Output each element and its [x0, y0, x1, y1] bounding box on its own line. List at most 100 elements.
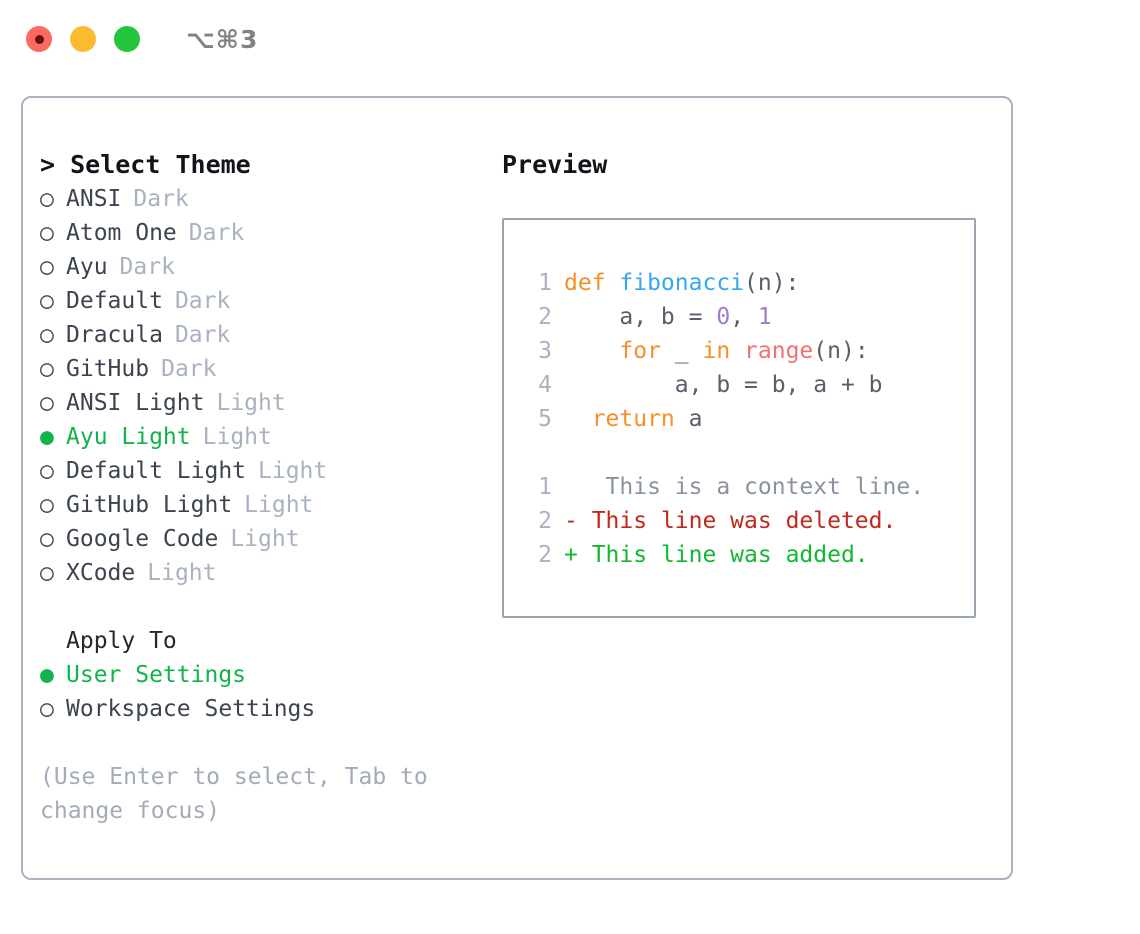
diff-sample: 1 This is a context line.2- This line wa… — [504, 470, 974, 572]
minimize-button-icon[interactable] — [70, 26, 96, 52]
theme-variant-badge: Dark — [174, 322, 231, 348]
radio-unselected-icon: ○ — [40, 220, 54, 246]
code-token-fn: fibonacci — [619, 270, 745, 296]
theme-option-dracula[interactable]: ○ Dracula Dark — [40, 318, 490, 352]
radio-unselected-icon: ○ — [40, 288, 54, 314]
theme-option-label: ANSI Light — [66, 390, 205, 416]
apply-to-option-label: Workspace Settings — [66, 696, 316, 722]
diff-marker: - — [564, 508, 578, 534]
apply-to-option-list[interactable]: ●User Settings○Workspace Settings — [40, 658, 490, 726]
code-token-plain: _ — [660, 338, 703, 364]
apply-to-option-workspace-settings[interactable]: ○Workspace Settings — [40, 692, 490, 726]
code-token-kw: def — [564, 270, 620, 296]
radio-unselected-icon: ○ — [40, 186, 54, 212]
radio-unselected-icon: ○ — [40, 356, 54, 382]
code-line-text: def fibonacci(n): — [564, 266, 799, 300]
code-line: 2 a, b = 0, 1 — [504, 300, 974, 334]
diff-line-del: 2- This line was deleted. — [504, 504, 974, 538]
diff-line-body: This line was deleted. — [577, 508, 897, 534]
title-bar: ⌥⌘3 — [0, 0, 1140, 78]
theme-variant-badge: Light — [202, 424, 272, 450]
code-line-number: 1 — [538, 270, 552, 296]
radio-unselected-icon: ○ — [40, 560, 54, 586]
theme-variant-badge: Dark — [119, 254, 175, 280]
radio-unselected-icon: ○ — [40, 390, 54, 416]
diff-line-add: 2 + This line was added. — [504, 538, 974, 572]
diff-marker — [564, 474, 578, 500]
code-token-num: 0 — [716, 304, 731, 330]
apply-to-heading: Apply To — [66, 628, 177, 654]
radio-unselected-icon: ○ — [40, 254, 54, 280]
radio-selected-icon: ● — [40, 424, 54, 450]
diff-line-body: This is a context line. — [577, 474, 925, 500]
close-button-icon[interactable] — [26, 26, 52, 52]
code-token-plain: a, b = b, a + b — [564, 372, 883, 398]
code-line-text: a, b = 0, 1 — [564, 300, 772, 334]
code-line-number: 4 — [538, 372, 552, 398]
code-line: 3 for _ in range(n): — [504, 334, 974, 368]
diff-line-ctx: 1 This is a context line. — [504, 470, 974, 504]
select-theme-heading: > Select Theme — [40, 150, 251, 179]
theme-variant-badge: Light — [216, 390, 286, 416]
theme-option-label: ANSI — [66, 186, 122, 212]
code-line: 1 def fibonacci(n): — [504, 266, 974, 300]
theme-variant-badge: Dark — [161, 356, 217, 382]
theme-option-ayu-light[interactable]: ● Ayu Light Light — [40, 420, 490, 454]
recording-dot-icon — [34, 34, 44, 44]
theme-option-default[interactable]: ○ Default Dark — [40, 284, 490, 318]
diff-line-text: This is a context line. — [564, 470, 925, 504]
radio-unselected-icon: ○ — [40, 492, 54, 518]
theme-option-atom-one[interactable]: ○ Atom One Dark — [40, 216, 490, 250]
apply-to-option-label: User Settings — [66, 662, 247, 688]
code-token-plain: , — [730, 304, 758, 330]
keyboard-hint-text: (Use Enter to select, Tab to change focu… — [40, 764, 442, 824]
code-token-num: 1 — [757, 304, 772, 330]
radio-unselected-icon: ○ — [40, 322, 54, 348]
diff-line-number: 2 — [538, 508, 552, 534]
theme-option-label: Default — [66, 288, 163, 314]
apply-to-option-user-settings[interactable]: ●User Settings — [40, 658, 490, 692]
code-token-kw: for — [564, 338, 661, 364]
theme-variant-badge: Dark — [133, 186, 189, 212]
code-line-text: return a — [564, 402, 703, 436]
diff-line-text: + This line was added. — [564, 538, 869, 572]
theme-variant-badge: Dark — [188, 220, 245, 246]
theme-option-label: Dracula — [66, 322, 163, 348]
theme-option-github[interactable]: ○ GitHub Dark — [40, 352, 490, 386]
code-line-number: 5 — [538, 406, 552, 432]
theme-option-google-code[interactable]: ○ Google Code Light — [40, 522, 490, 556]
theme-variant-badge: Light — [258, 458, 328, 484]
code-line-text: a, b = b, a + b — [564, 368, 883, 402]
radio-unselected-icon: ○ — [40, 458, 54, 484]
radio-unselected-icon: ○ — [40, 526, 54, 552]
theme-option-label: Atom One — [66, 220, 177, 246]
diff-line-text: - This line was deleted. — [564, 504, 896, 538]
code-token-plain: a, b = — [564, 304, 717, 330]
theme-option-ansi-light[interactable]: ○ ANSI Light Light — [40, 386, 490, 420]
theme-option-label: Google Code — [66, 526, 219, 552]
theme-variant-badge: Dark — [174, 288, 231, 314]
theme-option-ansi[interactable]: ○ ANSI Dark — [40, 182, 490, 216]
code-token-punc: (n): — [744, 270, 800, 296]
theme-option-label: Ayu Light — [66, 424, 191, 450]
code-line: 4 a, b = b, a + b — [504, 368, 974, 402]
theme-variant-badge: Light — [230, 526, 300, 552]
diff-line-number: 2 — [538, 542, 552, 568]
theme-option-label: GitHub — [66, 356, 150, 382]
code-token-kw: return — [564, 406, 675, 432]
zoom-button-icon[interactable] — [114, 26, 140, 52]
code-token-punc: (n): — [813, 338, 869, 364]
code-line-text: for _ in range(n): — [564, 334, 869, 368]
diff-marker: + — [564, 542, 578, 568]
